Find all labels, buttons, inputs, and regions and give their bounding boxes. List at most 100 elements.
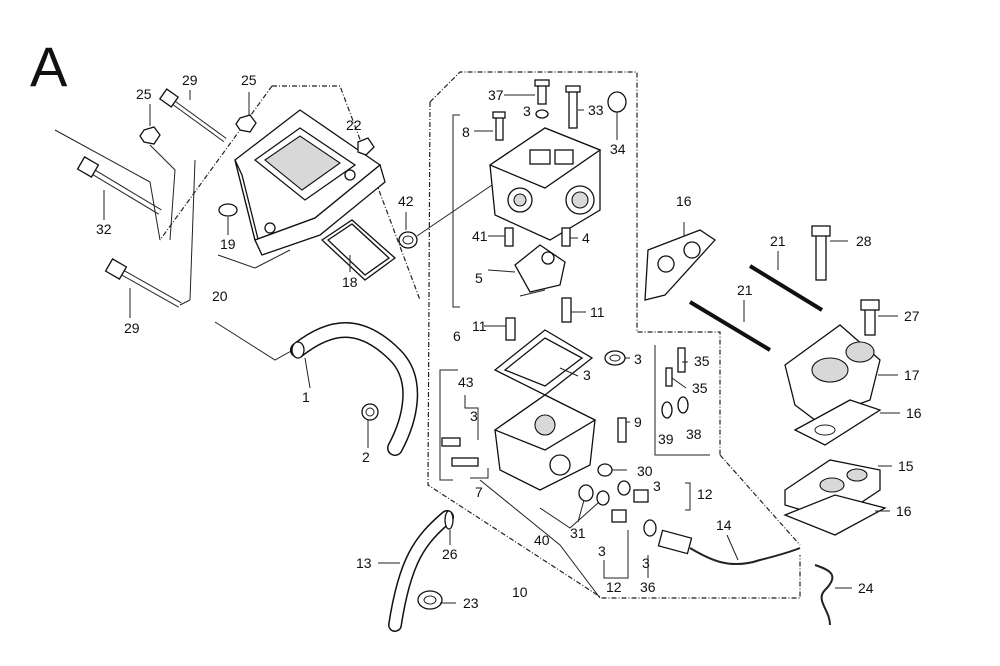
spring-38 bbox=[677, 396, 689, 414]
cap-34 bbox=[607, 91, 627, 113]
leader-31 bbox=[577, 499, 585, 523]
callout-7: 7 bbox=[475, 484, 483, 500]
ring-42 bbox=[398, 231, 418, 249]
callout-39: 39 bbox=[658, 431, 674, 447]
screw-41 bbox=[504, 227, 514, 247]
leader-29-bottom bbox=[179, 299, 191, 306]
plug-12b bbox=[611, 509, 627, 523]
leader-35-mid bbox=[671, 377, 687, 389]
leader-5 bbox=[487, 269, 516, 273]
callout-3-43: 3 bbox=[470, 408, 478, 424]
gasket-16-mid bbox=[793, 399, 882, 446]
callout-22: 22 bbox=[346, 117, 362, 133]
leader-25-line bbox=[149, 144, 176, 241]
callout-3-12b: 3 bbox=[598, 543, 606, 559]
carb-group-outline bbox=[429, 71, 721, 455]
callout-11-right: 11 bbox=[590, 304, 605, 320]
bracket-6 bbox=[439, 369, 458, 481]
callout-26: 26 bbox=[442, 546, 458, 562]
leader-32-bracket bbox=[54, 129, 161, 241]
screw-4 bbox=[561, 227, 571, 247]
callout-13: 13 bbox=[356, 555, 372, 571]
callout-38: 38 bbox=[686, 426, 702, 442]
callout-37: 37 bbox=[488, 87, 504, 103]
bracket-43 bbox=[464, 395, 479, 440]
bracket-12-right bbox=[685, 482, 691, 511]
callout-27: 27 bbox=[904, 308, 920, 324]
callout-40: 40 bbox=[534, 532, 550, 548]
callout-17: 17 bbox=[904, 367, 920, 383]
callout-31: 31 bbox=[570, 525, 586, 541]
bracket-carb-left bbox=[452, 114, 460, 308]
leader-20b bbox=[254, 249, 291, 269]
clip-2 bbox=[361, 403, 379, 421]
air-cleaner-case bbox=[234, 109, 386, 256]
callout-4: 4 bbox=[582, 230, 590, 246]
float-chamber-body bbox=[493, 394, 597, 491]
callout-21-top: 21 bbox=[770, 233, 786, 249]
leader-14 bbox=[726, 534, 739, 561]
callout-3-oring: 3 bbox=[634, 351, 642, 367]
callout-12-bottom: 12 bbox=[606, 579, 622, 595]
callout-43: 43 bbox=[458, 374, 474, 390]
bolt-29-top bbox=[158, 88, 227, 143]
callout-32: 32 bbox=[96, 221, 112, 237]
washer-3-36 bbox=[643, 519, 657, 537]
callout-21-mid: 21 bbox=[737, 282, 753, 298]
screw-8 bbox=[492, 111, 506, 141]
fuel-cut-solenoid-36 bbox=[657, 529, 801, 565]
leader-20 bbox=[217, 254, 256, 269]
callout-19: 19 bbox=[220, 236, 236, 252]
screw-9 bbox=[617, 417, 627, 443]
carb-group-outline-right bbox=[719, 454, 801, 546]
callout-6: 6 bbox=[453, 328, 461, 344]
ring-31 bbox=[578, 484, 594, 502]
callout-23: 23 bbox=[463, 595, 479, 611]
washer-3-12b bbox=[596, 490, 610, 506]
nut-22 bbox=[357, 137, 375, 156]
callout-28: 28 bbox=[856, 233, 872, 249]
callout-29-bottom: 29 bbox=[124, 320, 140, 336]
callout-8: 8 bbox=[462, 124, 470, 140]
float-5 bbox=[514, 244, 566, 297]
screw-35-mid bbox=[665, 367, 673, 387]
insulator-gasket-16-top bbox=[644, 229, 716, 301]
o-ring-3-right bbox=[604, 350, 626, 366]
screw-30 bbox=[597, 463, 613, 477]
bracket-35 bbox=[654, 345, 710, 456]
stud-21-upper bbox=[748, 264, 824, 312]
callout-1: 1 bbox=[302, 389, 310, 405]
float-chamber-gasket-6 bbox=[493, 329, 594, 396]
callout-42: 42 bbox=[398, 193, 414, 209]
callout-3-12a: 3 bbox=[653, 478, 661, 494]
callout-41: 41 bbox=[472, 228, 488, 244]
screw-33 bbox=[565, 85, 581, 129]
callout-33: 33 bbox=[588, 102, 604, 118]
callout-25-left: 25 bbox=[136, 86, 152, 102]
bolt-29-bottom bbox=[104, 258, 182, 308]
callout-2: 2 bbox=[362, 449, 370, 465]
screw-35-top bbox=[677, 347, 686, 373]
carb-group-outline-left bbox=[427, 101, 801, 599]
screw-37 bbox=[534, 79, 550, 105]
nut-25-top-right bbox=[235, 114, 257, 133]
bracket-12-bottom bbox=[603, 530, 629, 579]
fuel-tube-13 bbox=[388, 510, 454, 632]
callout-3-gasket: 3 bbox=[583, 367, 591, 383]
bracket-7 bbox=[470, 468, 489, 479]
bolt-28 bbox=[811, 225, 831, 281]
leader-10 bbox=[479, 479, 601, 599]
callout-16-top: 16 bbox=[676, 193, 692, 209]
gasket-18 bbox=[320, 219, 397, 281]
carburetor-body bbox=[488, 127, 602, 241]
clip-26 bbox=[444, 510, 454, 530]
callout-5: 5 bbox=[475, 270, 483, 286]
jet-11-right bbox=[561, 297, 572, 323]
nut-25-left bbox=[139, 126, 161, 145]
plug-12a bbox=[633, 489, 649, 503]
airbox-group-outline bbox=[272, 85, 421, 301]
washer-3-12a bbox=[617, 480, 631, 496]
callout-35-top: 35 bbox=[694, 353, 710, 369]
callout-11-left: 11 bbox=[472, 318, 487, 334]
callout-34: 34 bbox=[610, 141, 626, 157]
